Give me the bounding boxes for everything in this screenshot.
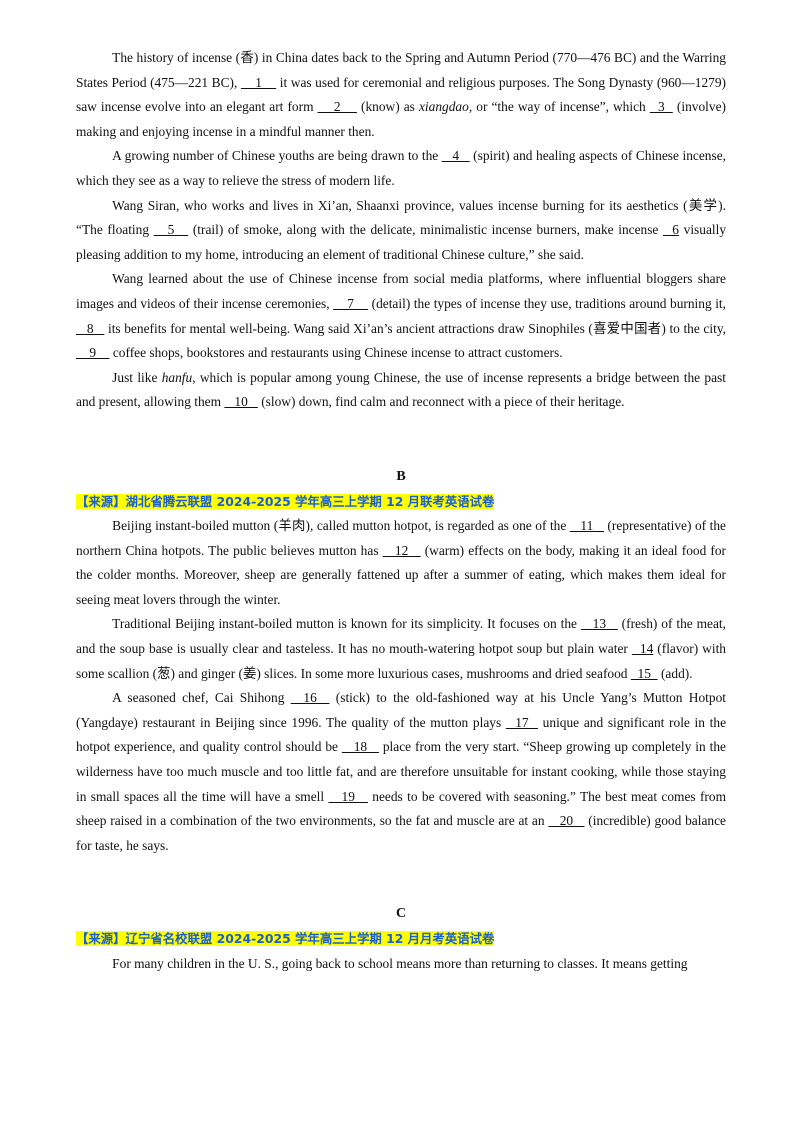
text-run: A growing number of Chinese youths are b… [112,148,442,164]
section-c-source-text: 【来源】辽宁省名校联盟 2024-2025 学年高三上学期 12 月月考英语试卷 [76,931,495,946]
text-run: visually pleasing addition to my home, i… [76,222,727,262]
text-run: , which is popular among young Chinese, … [76,369,726,410]
text-run: A seasoned chef, Cai Shihong [112,690,291,706]
answer-blank: 5 [153,222,189,238]
paragraph: Beijing instant-boiled mutton (羊肉), call… [76,514,726,612]
section-c-source: 【来源】辽宁省名校联盟 2024-2025 学年高三上学期 12 月月考英语试卷 [76,927,726,952]
text-run: (detail) the types of incense they use, … [368,295,726,311]
text-run: (slow) down, find calm and reconnect wit… [257,394,625,410]
section-b-letter: B [396,468,406,484]
paragraph: Wang learned about the use of Chinese in… [76,267,726,365]
answer-blank: 16 [290,690,330,706]
text-run: (know) as [356,99,419,115]
answer-blank: 3 [649,99,673,115]
section-b: Beijing instant-boiled mutton (羊肉), call… [76,514,726,858]
text-run: The history of incense (香) in China date… [76,50,726,90]
answer-blank: 6 [663,222,679,238]
section-c-letter: C [395,906,407,922]
section-a: The history of incense (香) in China date… [76,46,726,415]
paragraph: A growing number of Chinese youths are b… [76,144,726,193]
answer-blank: 20 [548,813,585,829]
answer-blank: 13 [580,616,618,632]
answer-blank: 9 [76,345,110,361]
italic-term: xiangdao [418,99,469,115]
text-run: (representative) of the northern China h… [76,518,726,558]
answer-blank: 2 [317,99,357,115]
paragraph: Traditional Beijing instant-boiled mutto… [76,612,726,686]
text-run: (warm) effects on the body, making it an… [76,542,726,607]
text-run: , or “the way of incense”, which [468,99,650,115]
paragraph: For many children in the U. S., going ba… [76,952,726,977]
text-run: (add). [657,665,693,681]
answer-blank: 11 [569,518,604,534]
section-b-source: 【来源】湖北省腾云联盟 2024-2025 学年高三上学期 12 月联考英语试卷 [76,490,726,515]
answer-blank: 18 [341,739,379,755]
answer-blank: 17 [505,714,538,730]
text-run: (trail) of smoke, along with the delicat… [188,222,664,238]
paragraph: The history of incense (香) in China date… [76,46,726,144]
answer-blank: 4 [441,148,470,164]
answer-blank: 10 [224,394,258,410]
answer-blank: 12 [382,542,421,558]
text-run: (involve) making and enjoying incense in… [76,99,726,139]
text-run: (incredible) good balance for taste, he … [76,813,726,853]
answer-blank: 8 [76,320,105,336]
text-run: its benefits for mental well-being. Wang… [104,320,726,336]
text-run: it was used for ceremonial and religious… [76,74,726,115]
text-run: (flavor) with some scallion (葱) and ging… [76,641,726,681]
text-run: Traditional Beijing instant-boiled mutto… [112,616,581,632]
text-run: Beijing instant-boiled mutton (羊肉), call… [112,518,570,534]
paragraph: Wang Siran, who works and lives in Xi’an… [76,194,726,268]
text-run: (spirit) and healing aspects of Chinese … [76,148,726,188]
text-run: unique and significant role in the hotpo… [76,714,727,755]
text-run: For many children in the U. S., going ba… [112,955,688,971]
text-run: (stick) to the old-fashioned way at his … [76,690,726,730]
paragraph: A seasoned chef, Cai Shihong 16 (stick) … [76,686,726,858]
answer-blank: 7 [333,295,369,311]
text-run: Just like [112,369,162,385]
text-run: coffee shops, bookstores and restaurants… [109,345,563,361]
paragraph: Just like hanfu, which is popular among … [76,366,726,415]
answer-blank: 14 [631,641,654,657]
text-run: Wang learned about the use of Chinese in… [76,271,726,311]
text-run: place from the very start. “Sheep growin… [76,739,726,804]
italic-term: hanfu [161,369,193,385]
text-run: Wang Siran, who works and lives in Xi’an… [76,197,726,238]
answer-blank: 1 [240,74,277,90]
text-run: (fresh) of the meat, and the soup base i… [76,616,726,657]
section-b-source-text: 【来源】湖北省腾云联盟 2024-2025 学年高三上学期 12 月联考英语试卷 [76,493,495,509]
section-c: For many children in the U. S., going ba… [76,952,726,977]
answer-blank: 15 [630,665,658,681]
text-run: needs to be covered with seasoning.” The… [76,788,726,829]
answer-blank: 19 [328,788,368,804]
document-page: The history of incense (香) in China date… [76,46,726,976]
